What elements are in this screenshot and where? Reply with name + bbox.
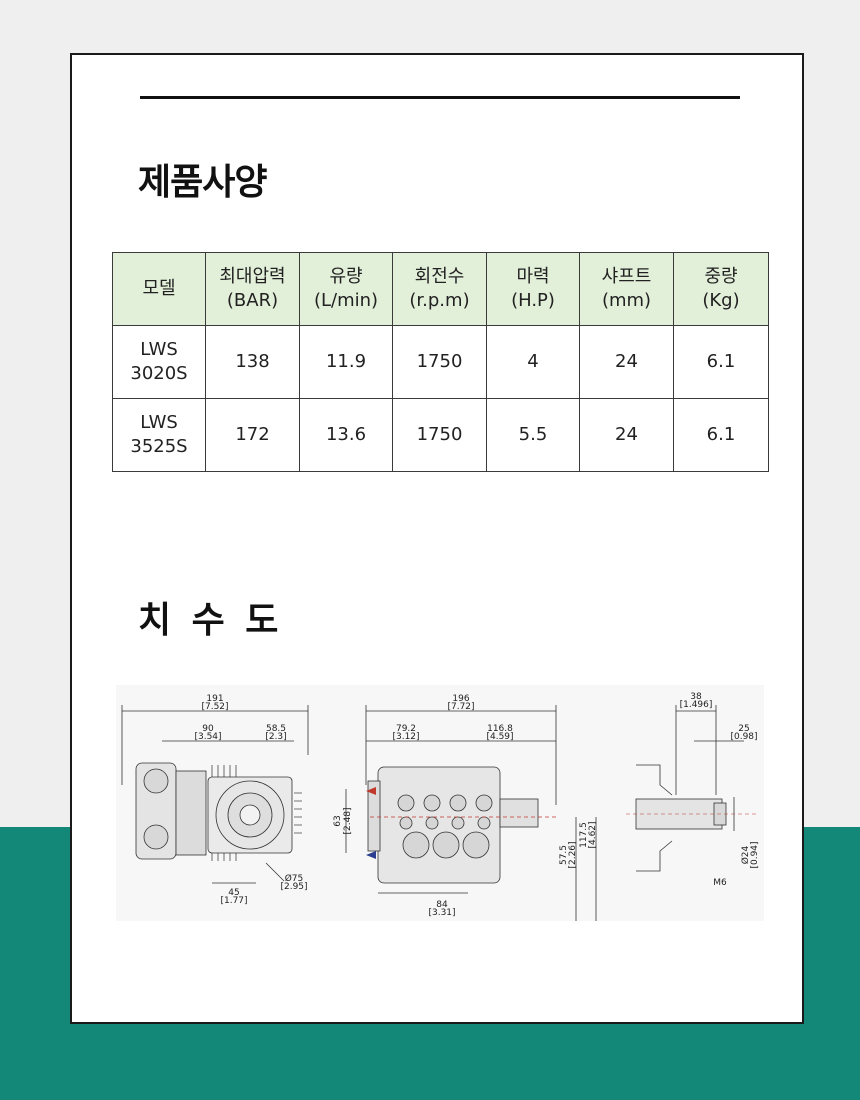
dim-front-d4: Ø75 [285, 873, 304, 884]
dim-shaft-d1-in: [1.496] [680, 700, 713, 710]
dim-side-d2: 116.8 [487, 724, 513, 734]
cell-pressure: 172 [205, 398, 300, 472]
dim-side-d1: 79.2 [396, 724, 416, 734]
dim-side-width-in: [7.72] [447, 702, 474, 712]
table-header-row: 모델 최대압력(BAR) 유량(L/min) 회전수(r.p.m) 마력(H.P… [112, 252, 769, 326]
spec-card: 제품사양 모델 최대압력(BAR) 유량(L/min) 회전수(r.p.m) 마… [70, 53, 804, 1024]
spec-title: 제품사양 [138, 162, 267, 203]
header-weight: 중량(Kg) [673, 252, 769, 326]
dim-side-d1-in: [3.12] [392, 732, 419, 742]
dim-side-d6-in: [3.31] [428, 908, 455, 918]
drawing-title: 치 수 도 [138, 600, 283, 641]
cell-weight: 6.1 [673, 325, 769, 399]
spec-table: 모델 최대압력(BAR) 유량(L/min) 회전수(r.p.m) 마력(H.P… [112, 252, 769, 472]
header-hp: 마력(H.P) [486, 252, 580, 326]
dim-shaft-d1: 38 [690, 692, 702, 702]
dim-front-d2: 58.5 [266, 724, 286, 734]
dim-side-d6: 84 [436, 900, 448, 910]
dim-shaft-d2: 25 [738, 724, 749, 734]
cell-weight: 6.1 [673, 398, 769, 472]
dim-front-d1-in: [3.54] [194, 732, 221, 742]
header-model: 모델 [112, 252, 206, 326]
dim-side-d4: 57.5 [559, 845, 569, 865]
dim-shaft-d3: Ø24 [740, 845, 751, 864]
cell-shaft: 24 [579, 398, 674, 472]
dim-front-d3: 45 [228, 888, 239, 898]
cell-flow: 11.9 [299, 325, 393, 399]
cell-pressure: 138 [205, 325, 300, 399]
dim-side-d3-in: [2.48] [343, 807, 353, 834]
dim-front-d1: 90 [202, 724, 214, 734]
cell-rpm: 1750 [392, 398, 487, 472]
header-rpm: 회전수(r.p.m) [392, 252, 487, 326]
dim-shaft-d2-in: [0.98] [730, 732, 757, 742]
cell-hp: 4 [486, 325, 580, 399]
top-divider [140, 96, 740, 99]
dim-front-width-in: [7.52] [201, 702, 228, 712]
dim-shaft-d3-in: [0.94] [750, 841, 760, 868]
cell-rpm: 1750 [392, 325, 487, 399]
dim-front-d4-in: [2.95] [280, 882, 307, 892]
dim-side-d3: 63 [333, 815, 343, 826]
cell-shaft: 24 [579, 325, 674, 399]
dim-front-width: 191 [206, 694, 223, 704]
dim-front-d2-in: [2.3] [265, 732, 286, 742]
cell-flow: 13.6 [299, 398, 393, 472]
dim-front-d3-in: [1.77] [220, 896, 247, 906]
dim-side-d5: 117.5 [579, 822, 589, 848]
dim-side-d2-in: [4.59] [486, 732, 513, 742]
header-shaft: 샤프트(mm) [579, 252, 674, 326]
dim-side-d5-in: [4.62] [588, 821, 598, 848]
cell-hp: 5.5 [486, 398, 580, 472]
dim-shaft-thread: M6 [713, 878, 727, 888]
dim-side-width: 196 [452, 694, 469, 704]
header-pressure: 최대압력(BAR) [205, 252, 300, 326]
dim-side-d4-in: [2.26] [568, 841, 578, 868]
dimension-drawing: 191 [7.52] 90 [3.54] 58.5 [2.3] 45 [1.77… [116, 685, 764, 921]
header-flow: 유량(L/min) [299, 252, 393, 326]
